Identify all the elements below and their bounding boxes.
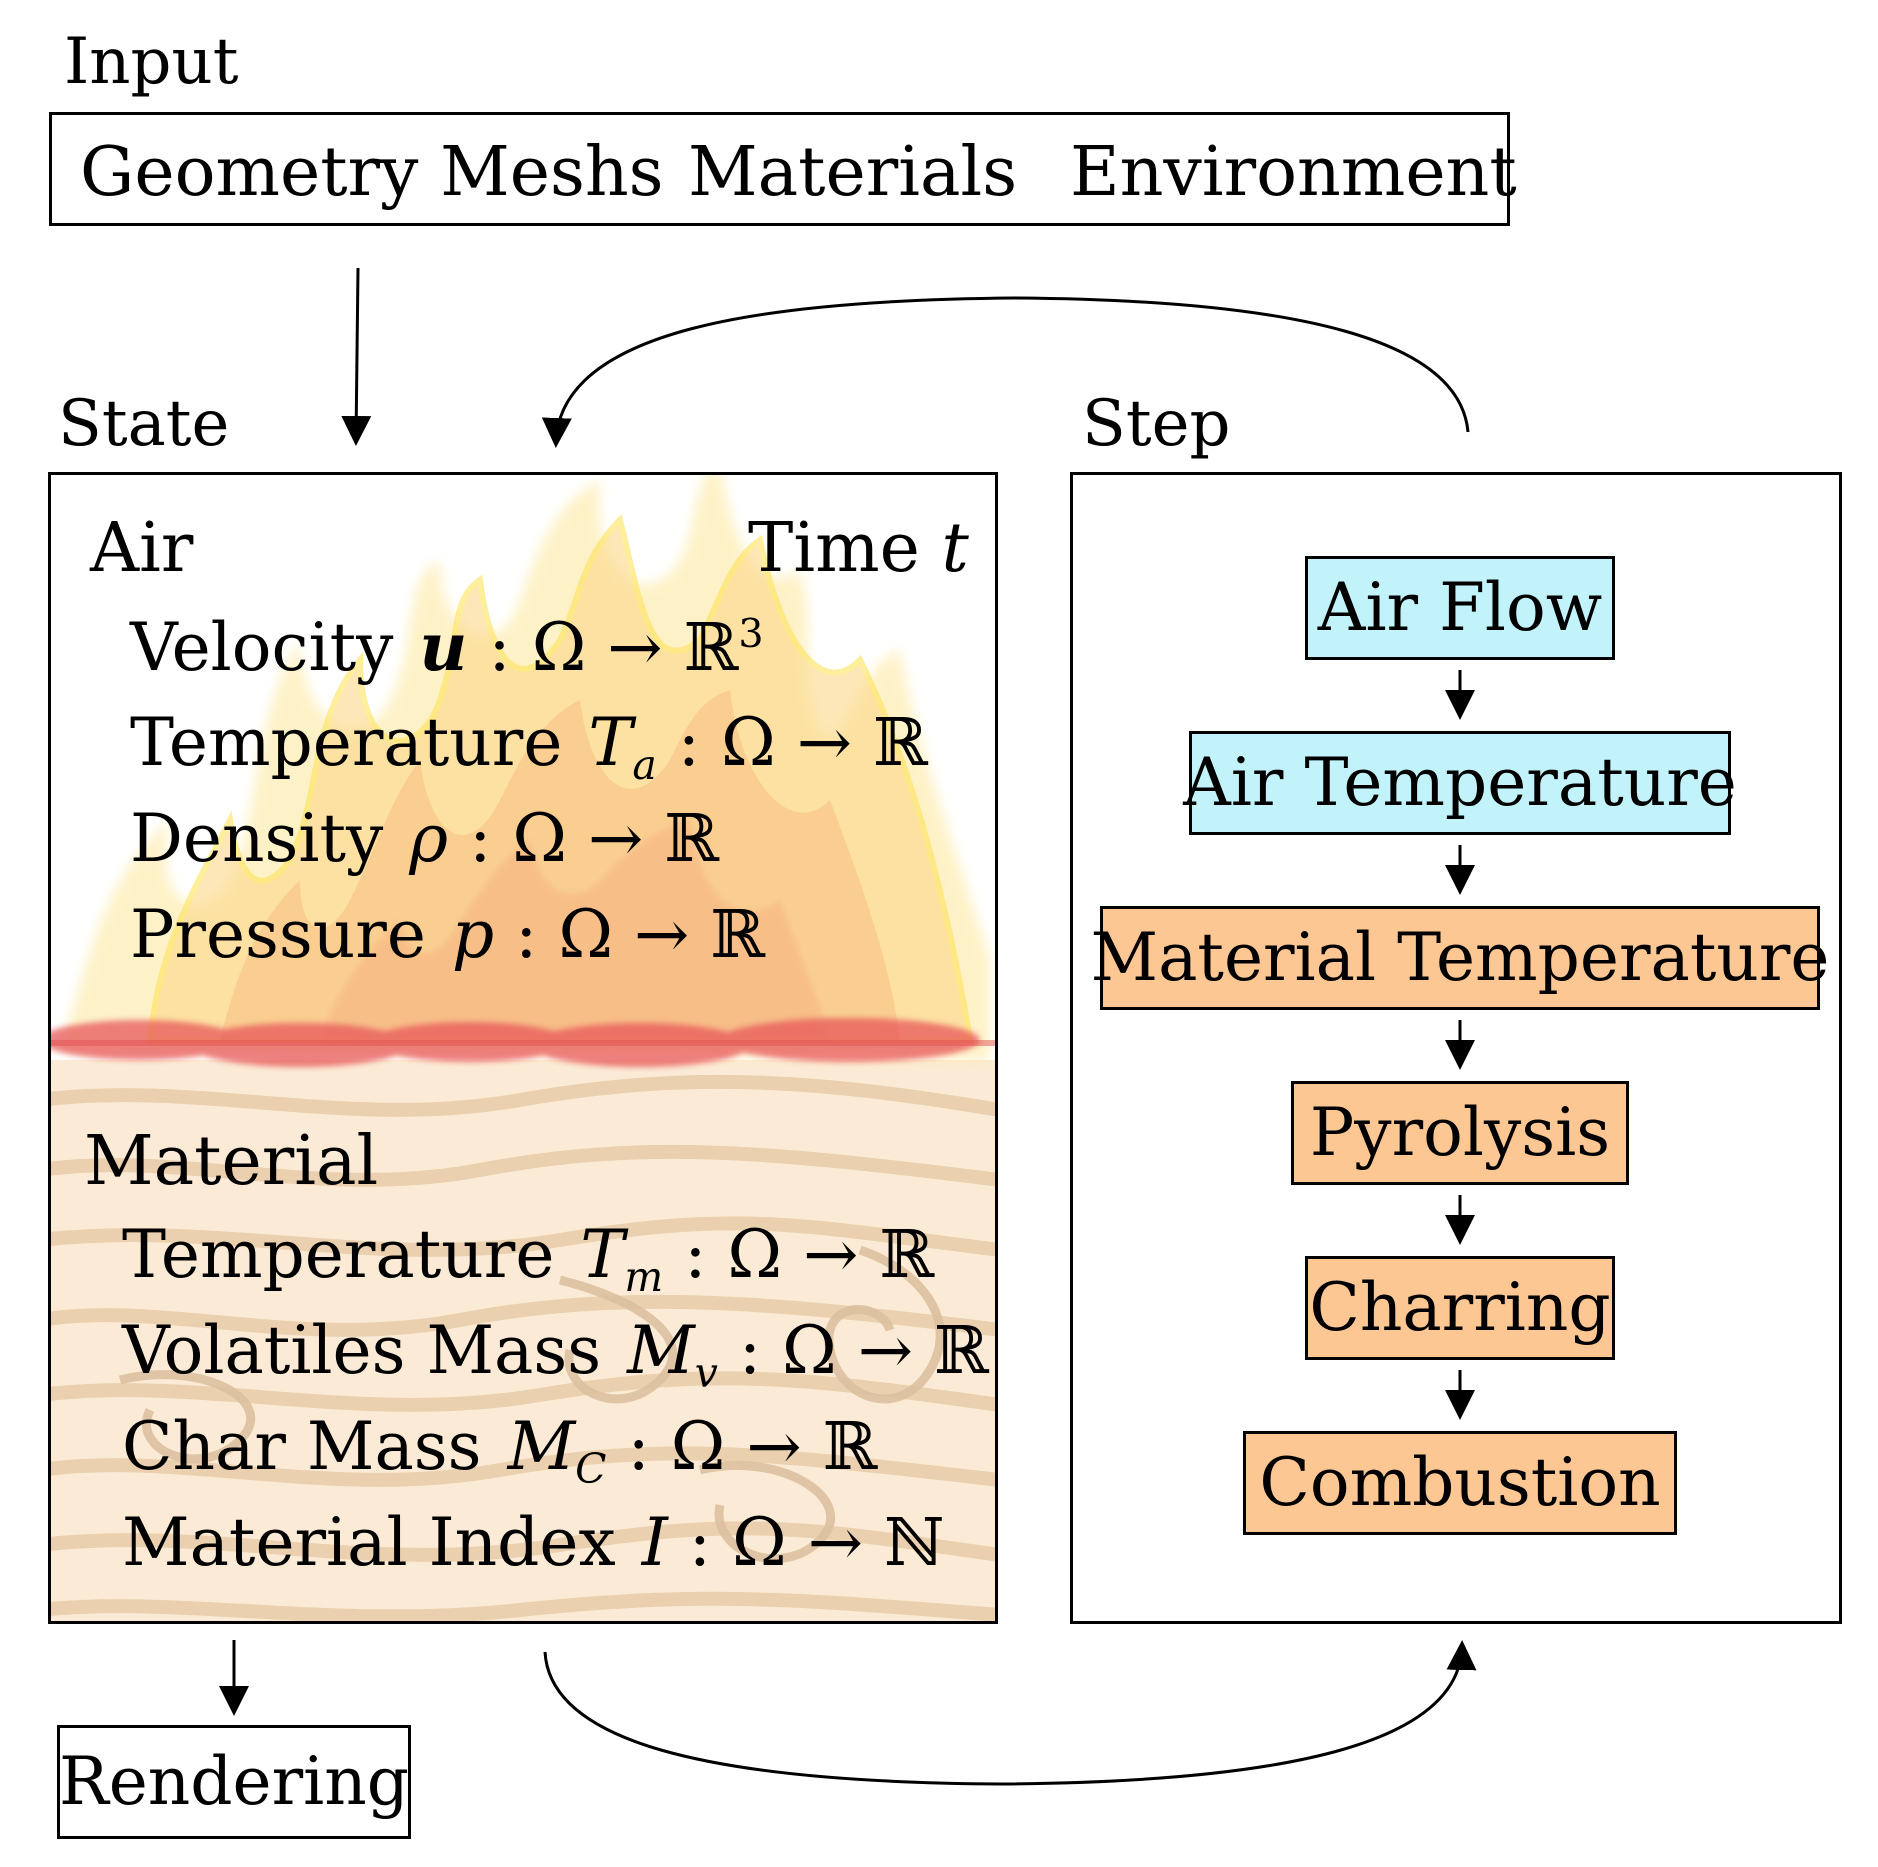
wood-texture	[50, 1060, 996, 1622]
input-title: Input	[64, 25, 239, 99]
material-variable-symbol: T	[580, 1216, 625, 1293]
air-heading: Air	[90, 509, 194, 588]
step-to-state-arrow	[541, 296, 1470, 448]
air-variable-label: Density	[130, 800, 384, 877]
step-box	[1070, 472, 1842, 1624]
material-variable-label: Volatiles Mass	[122, 1312, 602, 1389]
step-stage-box: Material Temperature	[1091, 906, 1830, 1010]
step-stage-box: Air Flow	[1305, 556, 1615, 660]
material-variable-formula: MC : Ω → ℝ	[507, 1408, 878, 1490]
air-variable-formula: Ta : Ω → ℝ	[588, 704, 928, 786]
air-variable-formula: p : Ω → ℝ	[452, 896, 765, 973]
step-stage-box: Combustion	[1243, 1431, 1677, 1535]
material-variable-label: Temperature	[122, 1216, 555, 1293]
air-variable-formula: u : Ω → ℝ3	[419, 609, 763, 686]
air-variable-mapping: : Ω → ℝ	[467, 609, 739, 686]
input-box: Geometry Meshs Materials Environment	[49, 112, 1517, 226]
material-variable-mapping: : Ω → ℝ	[606, 1408, 878, 1485]
input-to-state-arrow	[341, 267, 372, 446]
air-variable-mapping: : Ω → ℝ	[448, 800, 720, 877]
material-variable-formula: Tm : Ω → ℝ	[580, 1216, 935, 1298]
material-variable-label: Char Mass	[122, 1408, 482, 1485]
material-variable-label: Material Index	[122, 1504, 616, 1581]
material-variable-subscript: v	[694, 1349, 718, 1398]
material-variable-formula: I : Ω → ℕ	[642, 1504, 945, 1581]
state-to-step-arrow	[543, 1640, 1477, 1786]
material-variable-subscript: m	[624, 1253, 664, 1302]
air-variable-symbol: T	[588, 704, 633, 781]
air-variable-label: Pressure	[130, 896, 426, 973]
fire-illustration	[50, 474, 996, 1067]
air-variable-subscript: a	[632, 741, 657, 790]
state-title: State	[58, 387, 230, 461]
step-stage-box: Air Temperature	[1183, 731, 1737, 835]
material-variable-formula: Mv : Ω → ℝ	[627, 1312, 989, 1394]
step-stage-box: Charring	[1305, 1256, 1615, 1360]
material-variable-mapping: : Ω → ℝ	[717, 1312, 989, 1389]
material-heading: Material	[84, 1122, 379, 1201]
air-variable-mapping: : Ω → ℝ	[494, 896, 766, 973]
air-variable-label: Velocity	[130, 609, 394, 686]
time-label: Time t	[748, 515, 969, 583]
step-title: Step	[1082, 387, 1231, 461]
air-variable-formula: ρ : Ω → ℝ	[409, 800, 719, 877]
material-variable-symbol: M	[507, 1408, 576, 1485]
air-variable-exponent: 3	[738, 611, 764, 657]
rendering-box: Rendering	[57, 1725, 411, 1839]
state-box	[48, 472, 998, 1624]
air-variable-symbol: p	[451, 896, 495, 973]
time-label-text: Time	[748, 509, 920, 588]
air-variable-label: Temperature	[130, 704, 563, 781]
material-variable-symbol: M	[627, 1312, 695, 1389]
air-variable-symbol: u	[419, 608, 468, 686]
input-item-geometry: Geometry Meshs	[80, 133, 664, 212]
input-item-materials: Materials	[688, 133, 1018, 212]
material-variable-mapping: : Ω → ℕ	[667, 1504, 945, 1581]
step-stage-box: Pyrolysis	[1291, 1081, 1629, 1185]
time-symbol: t	[941, 509, 969, 588]
input-item-environment: Environment	[1070, 133, 1517, 212]
air-variable-mapping: : Ω → ℝ	[656, 704, 928, 781]
air-variable-symbol: ρ	[409, 800, 449, 877]
material-variable-subscript: C	[575, 1445, 607, 1494]
material-variable-mapping: : Ω → ℝ	[663, 1216, 935, 1293]
material-variable-symbol: I	[641, 1504, 668, 1581]
